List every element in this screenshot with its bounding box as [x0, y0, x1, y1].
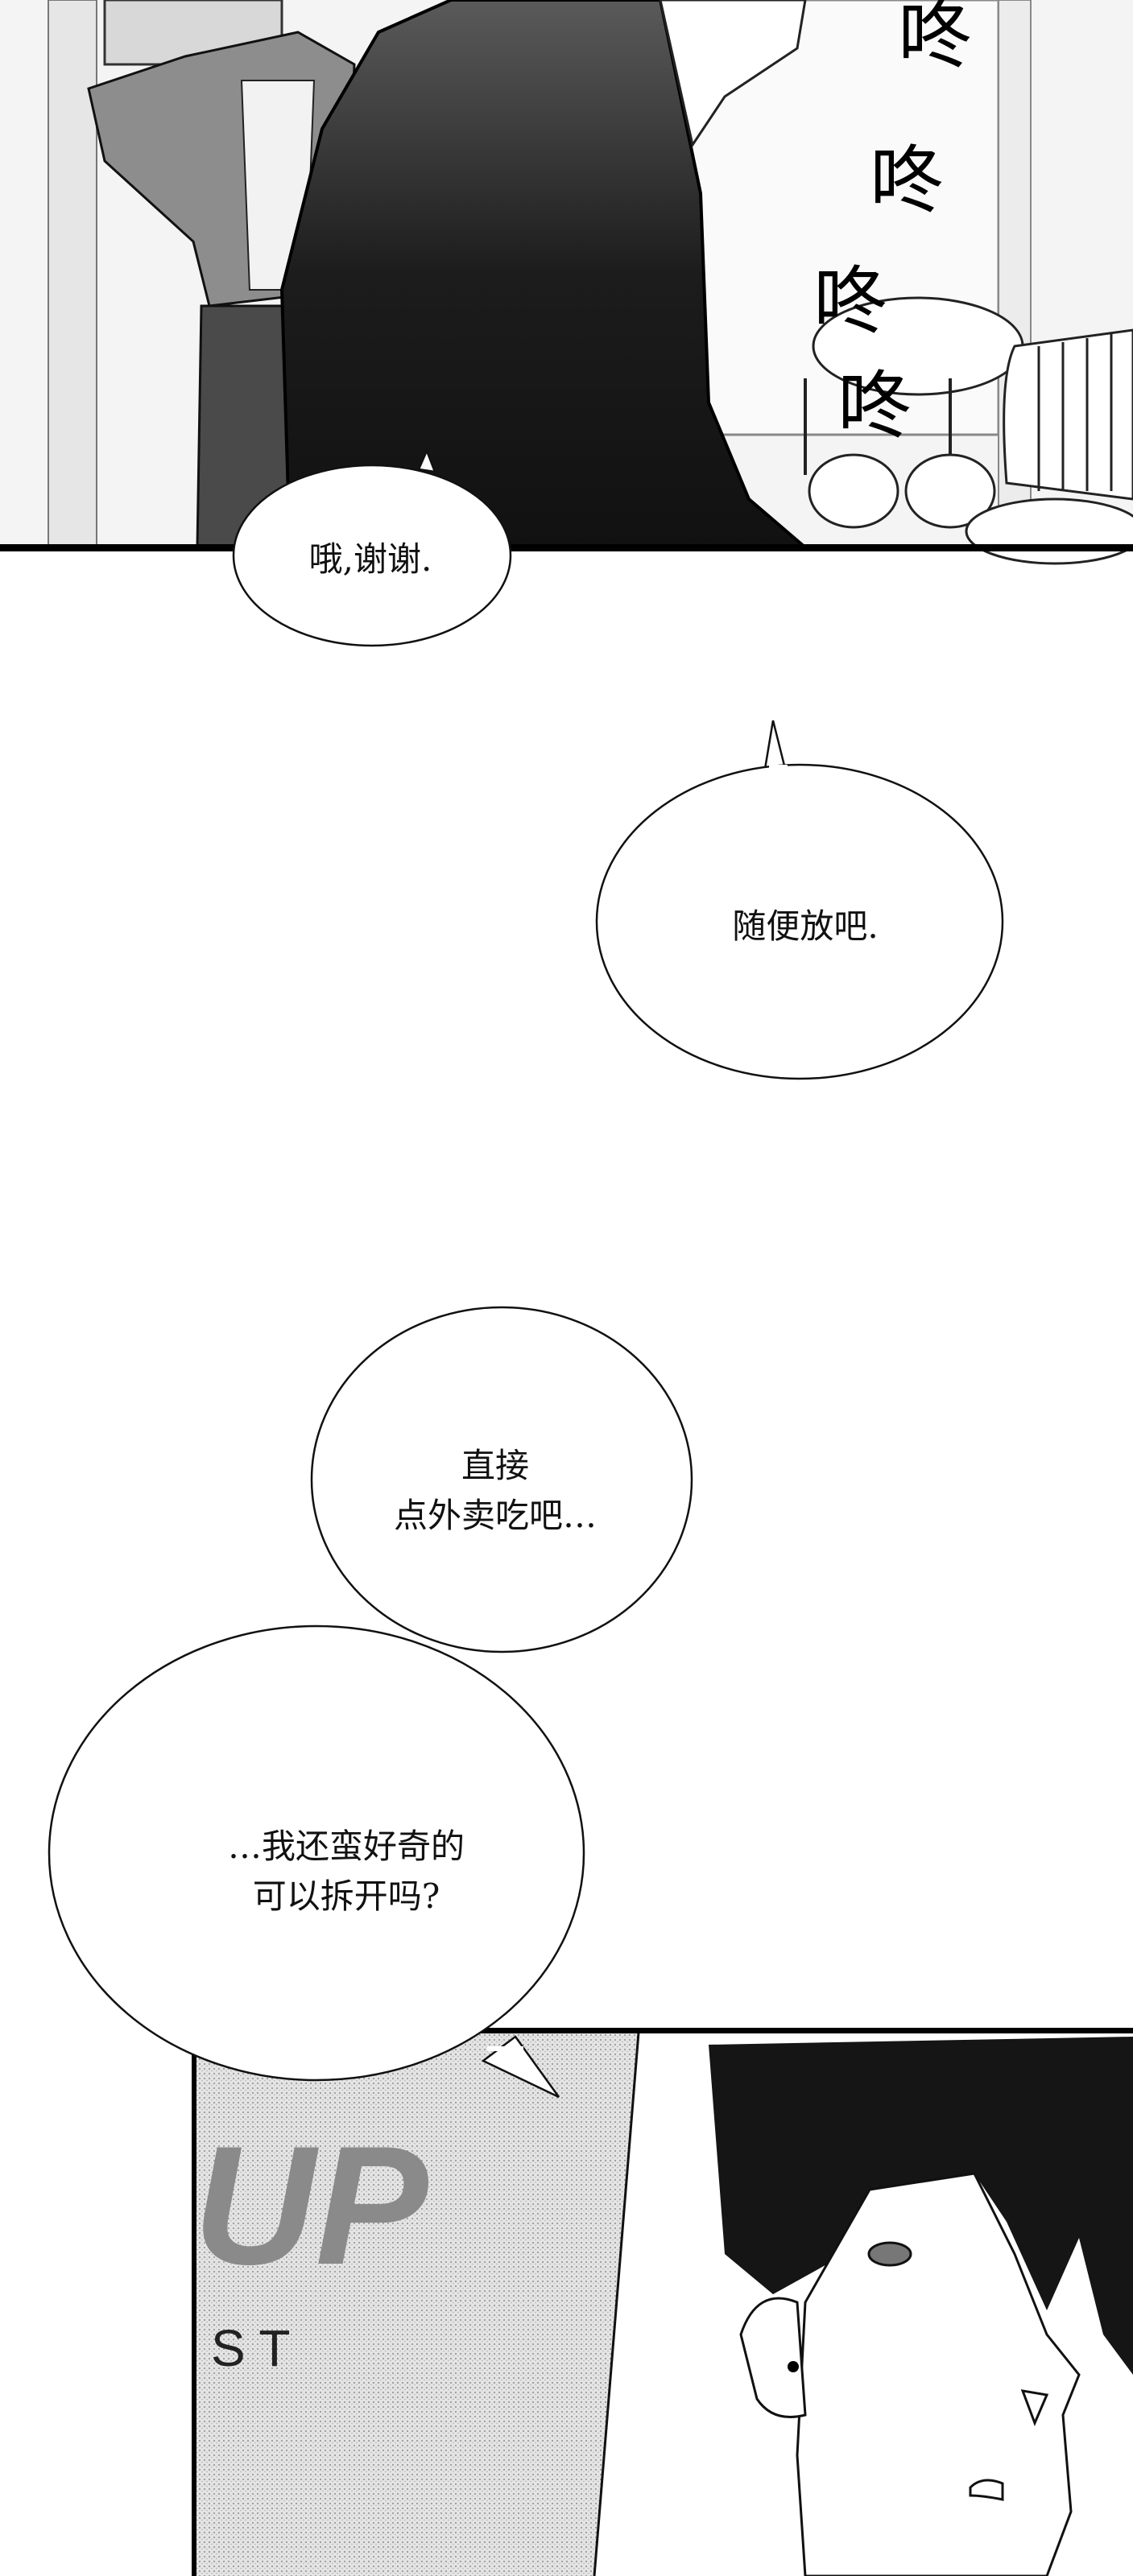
speech-bubble-text: 随便放吧. — [732, 906, 879, 946]
speech-bubbles — [48, 448, 1004, 2099]
speech-bubble-text: 哦,谢谢. — [308, 539, 432, 579]
speech-line: 点外卖吃吧… — [393, 1496, 598, 1535]
sound-effect-thud: 咚 — [837, 363, 912, 449]
sound-effect-thud: 咚 — [813, 258, 888, 345]
shirt-print-small: S T — [211, 2319, 291, 2377]
speech-bubble-text: …我还蛮好奇的 可以拆开吗? — [228, 1822, 465, 1922]
speech-line: 可以拆开吗? — [252, 1876, 440, 1916]
sound-effect-thud: 咚 — [898, 0, 973, 79]
speech-line: …我还蛮好奇的 — [227, 1827, 465, 1866]
shirt-print-large: UP — [193, 2111, 428, 2300]
panel-1-scene — [0, 0, 1133, 565]
speech-bubble-text: 直接 点外卖吃吧… — [394, 1441, 597, 1541]
speech-line: 直接 — [461, 1446, 530, 1485]
panel-2-scene — [192, 2028, 1133, 2576]
sound-effect-thud: 咚 — [870, 138, 945, 224]
